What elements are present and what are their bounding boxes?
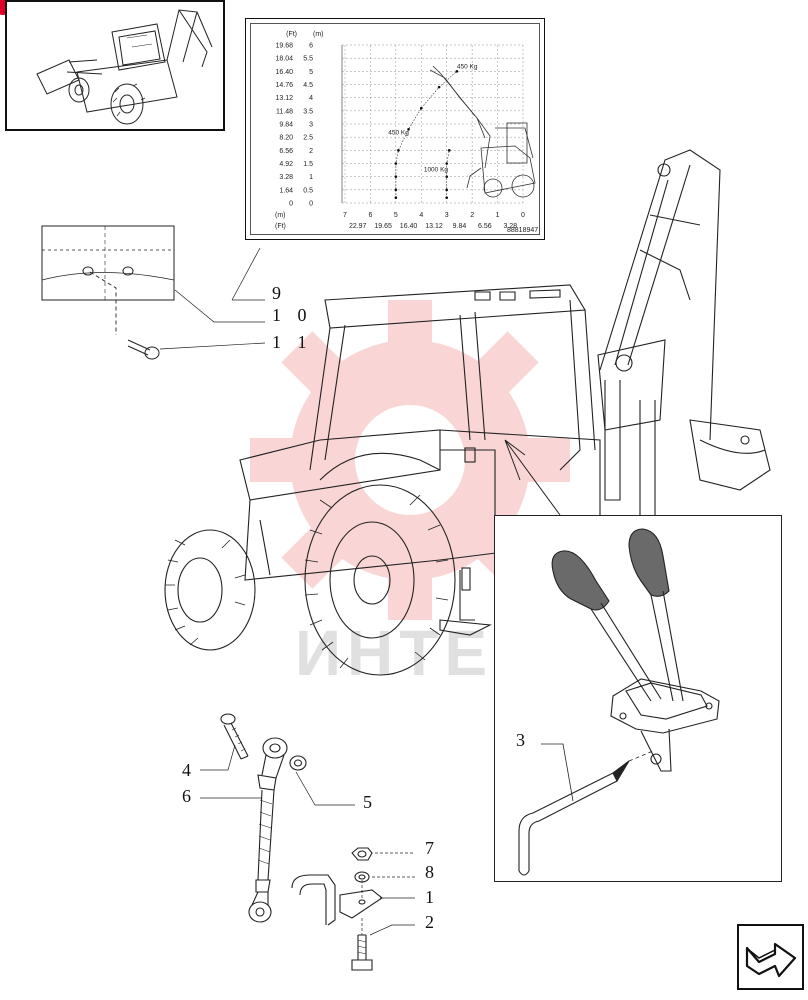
chart-x-m-tick: 2: [470, 212, 474, 219]
backhoe-main-drawing: ИНТЕХ: [164, 149, 771, 685]
control-lever-detail: [518, 528, 720, 876]
chart-y-ft-tick: 13.12: [275, 95, 293, 102]
callout-1: 1: [425, 887, 440, 907]
chart-y-m-tick: 4.5: [303, 82, 313, 89]
chart-y-ft-tick: 11.48: [276, 108, 293, 115]
backhoe-loader-thumbnail: [36, 9, 213, 125]
callout-8: 8: [425, 862, 440, 882]
cover-plate-detail: [41, 225, 266, 360]
chart-y-m-tick: 1: [309, 174, 313, 181]
chart-curve-point: [455, 70, 459, 73]
chart-y-ft-tick: 1.64: [279, 187, 293, 194]
chart-x-ft-tick: 22.97: [349, 223, 367, 230]
chart-curve-label: 450 Kg: [388, 130, 409, 137]
chart-ft-header: (Ft): [286, 31, 297, 38]
chart-x-m-header: (m): [275, 212, 286, 219]
chart-curve-point: [447, 149, 451, 152]
chart-y-m-tick: 2.5: [303, 135, 313, 142]
chart-x-m-tick: 6: [368, 212, 372, 219]
chart-y-m-tick: 0.5: [303, 187, 313, 194]
chart-curve-label: 450 Kg: [457, 64, 478, 71]
chart-x-m-tick: 1: [496, 212, 500, 219]
chart-curve-450kg: [395, 71, 458, 198]
chart-y-m-tick: 5.5: [303, 56, 313, 63]
machine-thumbnail-frame: [5, 0, 225, 131]
chart-y-m-tick: 3.5: [303, 108, 313, 115]
callout-6: 6: [182, 786, 197, 806]
callout-4: 4: [182, 760, 197, 780]
chart-curve-point: [394, 188, 398, 192]
chart-x-m-tick: 7: [343, 212, 347, 219]
next-page-arrow-icon: [745, 942, 797, 978]
chart-y-ft-tick: 3.28: [279, 174, 293, 181]
chart-y-m-tick: 2: [309, 148, 313, 155]
chart-x-ft-tick: 13.12: [425, 223, 443, 230]
watermark-gear: [250, 300, 570, 620]
callout-10: 1 0: [272, 305, 313, 325]
chart-x-m-tick: 0: [521, 212, 525, 219]
chart-y-m-tick: 1.5: [303, 161, 313, 168]
callout-5: 5: [363, 792, 378, 812]
chart-curve-point: [394, 196, 398, 200]
chart-y-m-tick: 6: [309, 43, 313, 50]
chart-x-ft-tick: 9.84: [453, 223, 467, 230]
chart-x-ft-tick: 19.65: [374, 223, 392, 230]
callout-9: 9: [272, 283, 287, 303]
chart-x-m-tick: 5: [394, 212, 398, 219]
callout-3: 3: [516, 730, 531, 750]
chart-y-ft-tick: 8.20: [279, 135, 293, 142]
chart-y-ft-tick: 16.40: [275, 69, 293, 76]
callout-2: 2: [425, 912, 440, 932]
chart-curve-point: [407, 127, 410, 131]
chart-figure-code: 88818947: [507, 227, 538, 234]
chart-curve-point: [445, 188, 449, 192]
chart-y-m-tick: 0: [309, 201, 313, 208]
chart-curve-point: [397, 149, 400, 152]
chart-y-ft-tick: 4.92: [279, 161, 293, 168]
chart-y-ft-tick: 6.56: [279, 148, 293, 155]
chart-x-m-tick: 3: [445, 212, 449, 219]
chart-y-ft-tick: 18.04: [275, 56, 293, 63]
chart-x-ft-tick: 3.28: [503, 223, 517, 230]
chart-curve-point: [445, 196, 449, 200]
chart-y-m-tick: 3: [309, 122, 313, 129]
chart-curve-point: [394, 175, 398, 178]
chart-y-ft-tick: 14.76: [275, 82, 293, 89]
chart-x-ft-tick: 6.56: [478, 223, 492, 230]
callout-11: 1 1: [272, 332, 313, 352]
chart-m-header: (m): [313, 31, 324, 38]
chart-curve-point: [437, 85, 441, 89]
chart-curve-point: [419, 106, 423, 110]
next-page-button[interactable]: [737, 924, 804, 990]
chart-y-ft-tick: 19.68: [275, 43, 293, 50]
chart-y-m-tick: 5: [309, 69, 313, 76]
chart-y-ft-tick: 9.84: [279, 122, 293, 129]
ground-strap-parts: [200, 713, 415, 971]
chart-x-m-tick: 4: [419, 212, 423, 219]
callout-7: 7: [425, 838, 440, 858]
chart-x-ft-header: (Ft): [275, 223, 286, 230]
control-lever-detail-frame: [494, 515, 782, 882]
chart-x-ft-tick: 16.40: [400, 223, 418, 230]
chart-curve-label: 1000 Kg: [424, 166, 449, 173]
chart-y-ft-tick: 0: [289, 201, 293, 208]
chart-y-m-tick: 4: [309, 95, 313, 102]
chart-curve-point: [445, 162, 449, 165]
chart-curve-point: [394, 162, 398, 165]
chart-curve-point: [445, 175, 449, 178]
